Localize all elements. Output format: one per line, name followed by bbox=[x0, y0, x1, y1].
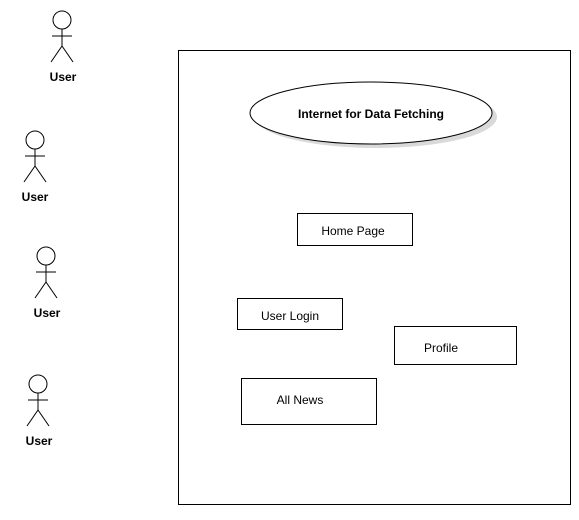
actor-head-icon bbox=[28, 374, 48, 394]
box-all-news: All News bbox=[241, 378, 377, 425]
box-profile: Profile bbox=[394, 326, 517, 365]
actor-label: User bbox=[34, 306, 61, 320]
actor-user-1: User bbox=[50, 10, 77, 84]
actor-user-2: User bbox=[22, 130, 49, 204]
box-label: Home Page bbox=[321, 224, 385, 238]
actor-user-4: User bbox=[26, 374, 53, 448]
actor-user-3: User bbox=[34, 246, 61, 320]
box-label: Profile bbox=[424, 341, 458, 355]
box-home-page: Home Page bbox=[297, 213, 413, 246]
actor-head-icon bbox=[36, 246, 56, 266]
box-user-login: User Login bbox=[237, 298, 343, 330]
actor-label: User bbox=[26, 434, 53, 448]
box-label: User Login bbox=[261, 309, 319, 323]
actor-label: User bbox=[22, 190, 49, 204]
use-case-ellipse bbox=[249, 81, 493, 145]
actor-label: User bbox=[50, 70, 77, 84]
actor-head-icon bbox=[25, 130, 45, 150]
use-case-internet-for-data-fetching: Internet for Data Fetching bbox=[249, 81, 497, 148]
box-label: All News bbox=[277, 393, 324, 407]
actor-head-icon bbox=[52, 10, 72, 30]
use-case-label: Internet for Data Fetching bbox=[298, 107, 444, 121]
